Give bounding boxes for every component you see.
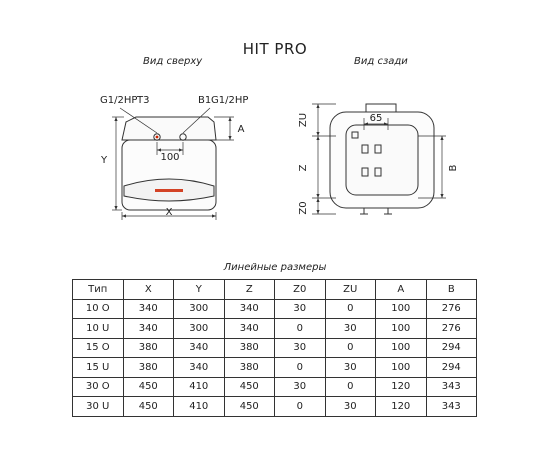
table-cell: 410 xyxy=(173,396,225,417)
table-cell: 0 xyxy=(324,376,376,397)
table-cell: 15 U xyxy=(72,357,124,378)
top-view-drawing xyxy=(112,107,234,220)
left-pipe-label: G1/2HP xyxy=(100,95,137,106)
t3-marker xyxy=(155,135,159,139)
table-header-cell: A xyxy=(375,279,427,300)
table-cell: 300 xyxy=(173,318,225,339)
dim-x-label: X xyxy=(166,207,173,218)
table-cell: 10 U xyxy=(72,318,124,339)
t3-label: T3 xyxy=(136,95,149,106)
table-cell: 276 xyxy=(425,318,477,339)
page-title: HIT PRO xyxy=(242,40,308,58)
table-cell: 120 xyxy=(375,396,427,417)
table-row: 15 O 380 340 380 30 0 100 294 xyxy=(72,337,477,358)
dim-a-label: A xyxy=(238,124,245,135)
table-cell: 340 xyxy=(173,357,225,378)
table-cell: 0 xyxy=(324,298,376,319)
table-cell: 0 xyxy=(324,337,376,358)
dim-y-label: Y xyxy=(100,155,108,166)
table-cell: 0 xyxy=(274,357,326,378)
table-cell: 30 xyxy=(274,298,326,319)
table-cell: 340 xyxy=(223,298,275,319)
table-header-row: Tип X Y Z Z0 ZU A B xyxy=(72,279,477,300)
table-cell: 0 xyxy=(274,396,326,417)
table-cell: 343 xyxy=(425,396,477,417)
hole-lower-left xyxy=(361,167,369,177)
table-cell: 100 xyxy=(375,298,427,319)
table-caption: Линейные размеры xyxy=(223,262,327,273)
table-cell: 30 xyxy=(324,357,376,378)
table-cell: 30 xyxy=(324,396,376,417)
table-cell: 340 xyxy=(173,337,225,358)
back-view-drawing xyxy=(312,103,446,215)
table-row: 10 U 340 300 340 0 30 100 276 xyxy=(72,318,477,339)
back-inner-plate xyxy=(345,124,419,196)
table-cell: 30 xyxy=(324,318,376,339)
back-view-label: Вид сзади xyxy=(354,56,408,67)
brand-logo xyxy=(155,189,183,192)
table-cell: 450 xyxy=(223,376,275,397)
table-cell: 294 xyxy=(425,337,477,358)
table-cell: 410 xyxy=(173,376,225,397)
leader-left xyxy=(119,107,158,134)
table-cell: 0 xyxy=(274,318,326,339)
dim-z-label: Z xyxy=(298,164,309,171)
table-row: 30 O 450 410 450 30 0 120 343 xyxy=(72,376,477,397)
table-cell: 30 O xyxy=(72,376,124,397)
table-cell: 294 xyxy=(425,357,477,378)
table-header-cell: ZU xyxy=(324,279,376,300)
hanging-bracket xyxy=(365,103,397,112)
dim-100-label: 100 xyxy=(160,152,179,163)
leader-right xyxy=(182,107,211,134)
hole-corner xyxy=(351,131,359,139)
table-cell: 100 xyxy=(375,357,427,378)
table-row: 10 O 340 300 340 30 0 100 276 xyxy=(72,298,477,319)
table-cell: 340 xyxy=(122,318,174,339)
table-cell: 30 xyxy=(274,376,326,397)
table-row: 30 U 450 410 450 0 30 120 343 xyxy=(72,396,477,417)
top-view-label: Вид сверху xyxy=(143,56,203,67)
table-cell: 340 xyxy=(223,318,275,339)
table-cell: 30 U xyxy=(72,396,124,417)
table-header-cell: Z xyxy=(223,279,275,300)
table-cell: 450 xyxy=(122,396,174,417)
dim-z0-label: Z0 xyxy=(298,201,309,214)
table-header-cell: X xyxy=(122,279,174,300)
hole-lower-right xyxy=(374,167,382,177)
table-cell: 100 xyxy=(375,337,427,358)
table-header-cell: Tип xyxy=(72,279,124,300)
technical-drawing: G1/2HP T3 B1 G1/2HP 100 X Y A xyxy=(100,95,459,220)
table-cell: 380 xyxy=(223,337,275,358)
right-pipe-circle xyxy=(179,133,187,141)
table-cell: 380 xyxy=(223,357,275,378)
table-header-cell: Y xyxy=(173,279,225,300)
table-header-cell: B xyxy=(425,279,477,300)
table-cell: 380 xyxy=(122,357,174,378)
table-cell: 380 xyxy=(122,337,174,358)
left-pipe-circle xyxy=(153,133,161,141)
table-cell: 343 xyxy=(425,376,477,397)
table-cell: 120 xyxy=(375,376,427,397)
table-cell: 450 xyxy=(122,376,174,397)
dim-65-label: 65 xyxy=(370,113,383,124)
table-cell: 300 xyxy=(173,298,225,319)
hole-upper-left xyxy=(361,144,369,154)
dim-b-label: B xyxy=(448,164,459,171)
tank-top-hood xyxy=(121,116,217,141)
table-cell: 450 xyxy=(223,396,275,417)
table-cell: 15 O xyxy=(72,337,124,358)
b1-label: B1 xyxy=(198,95,211,106)
table-row: 15 U 380 340 380 0 30 100 294 xyxy=(72,357,477,378)
table-cell: 276 xyxy=(425,298,477,319)
dim-zu-label: ZU xyxy=(298,113,309,127)
dimensions-table: Tип X Y Z Z0 ZU A B 10 O 340 300 340 30 … xyxy=(72,279,477,417)
table-cell: 340 xyxy=(122,298,174,319)
table-cell: 100 xyxy=(375,318,427,339)
right-pipe-label: G1/2HP xyxy=(211,95,248,106)
table-cell: 30 xyxy=(274,337,326,358)
table-cell: 10 O xyxy=(72,298,124,319)
hole-upper-right xyxy=(374,144,382,154)
table-header-cell: Z0 xyxy=(274,279,326,300)
